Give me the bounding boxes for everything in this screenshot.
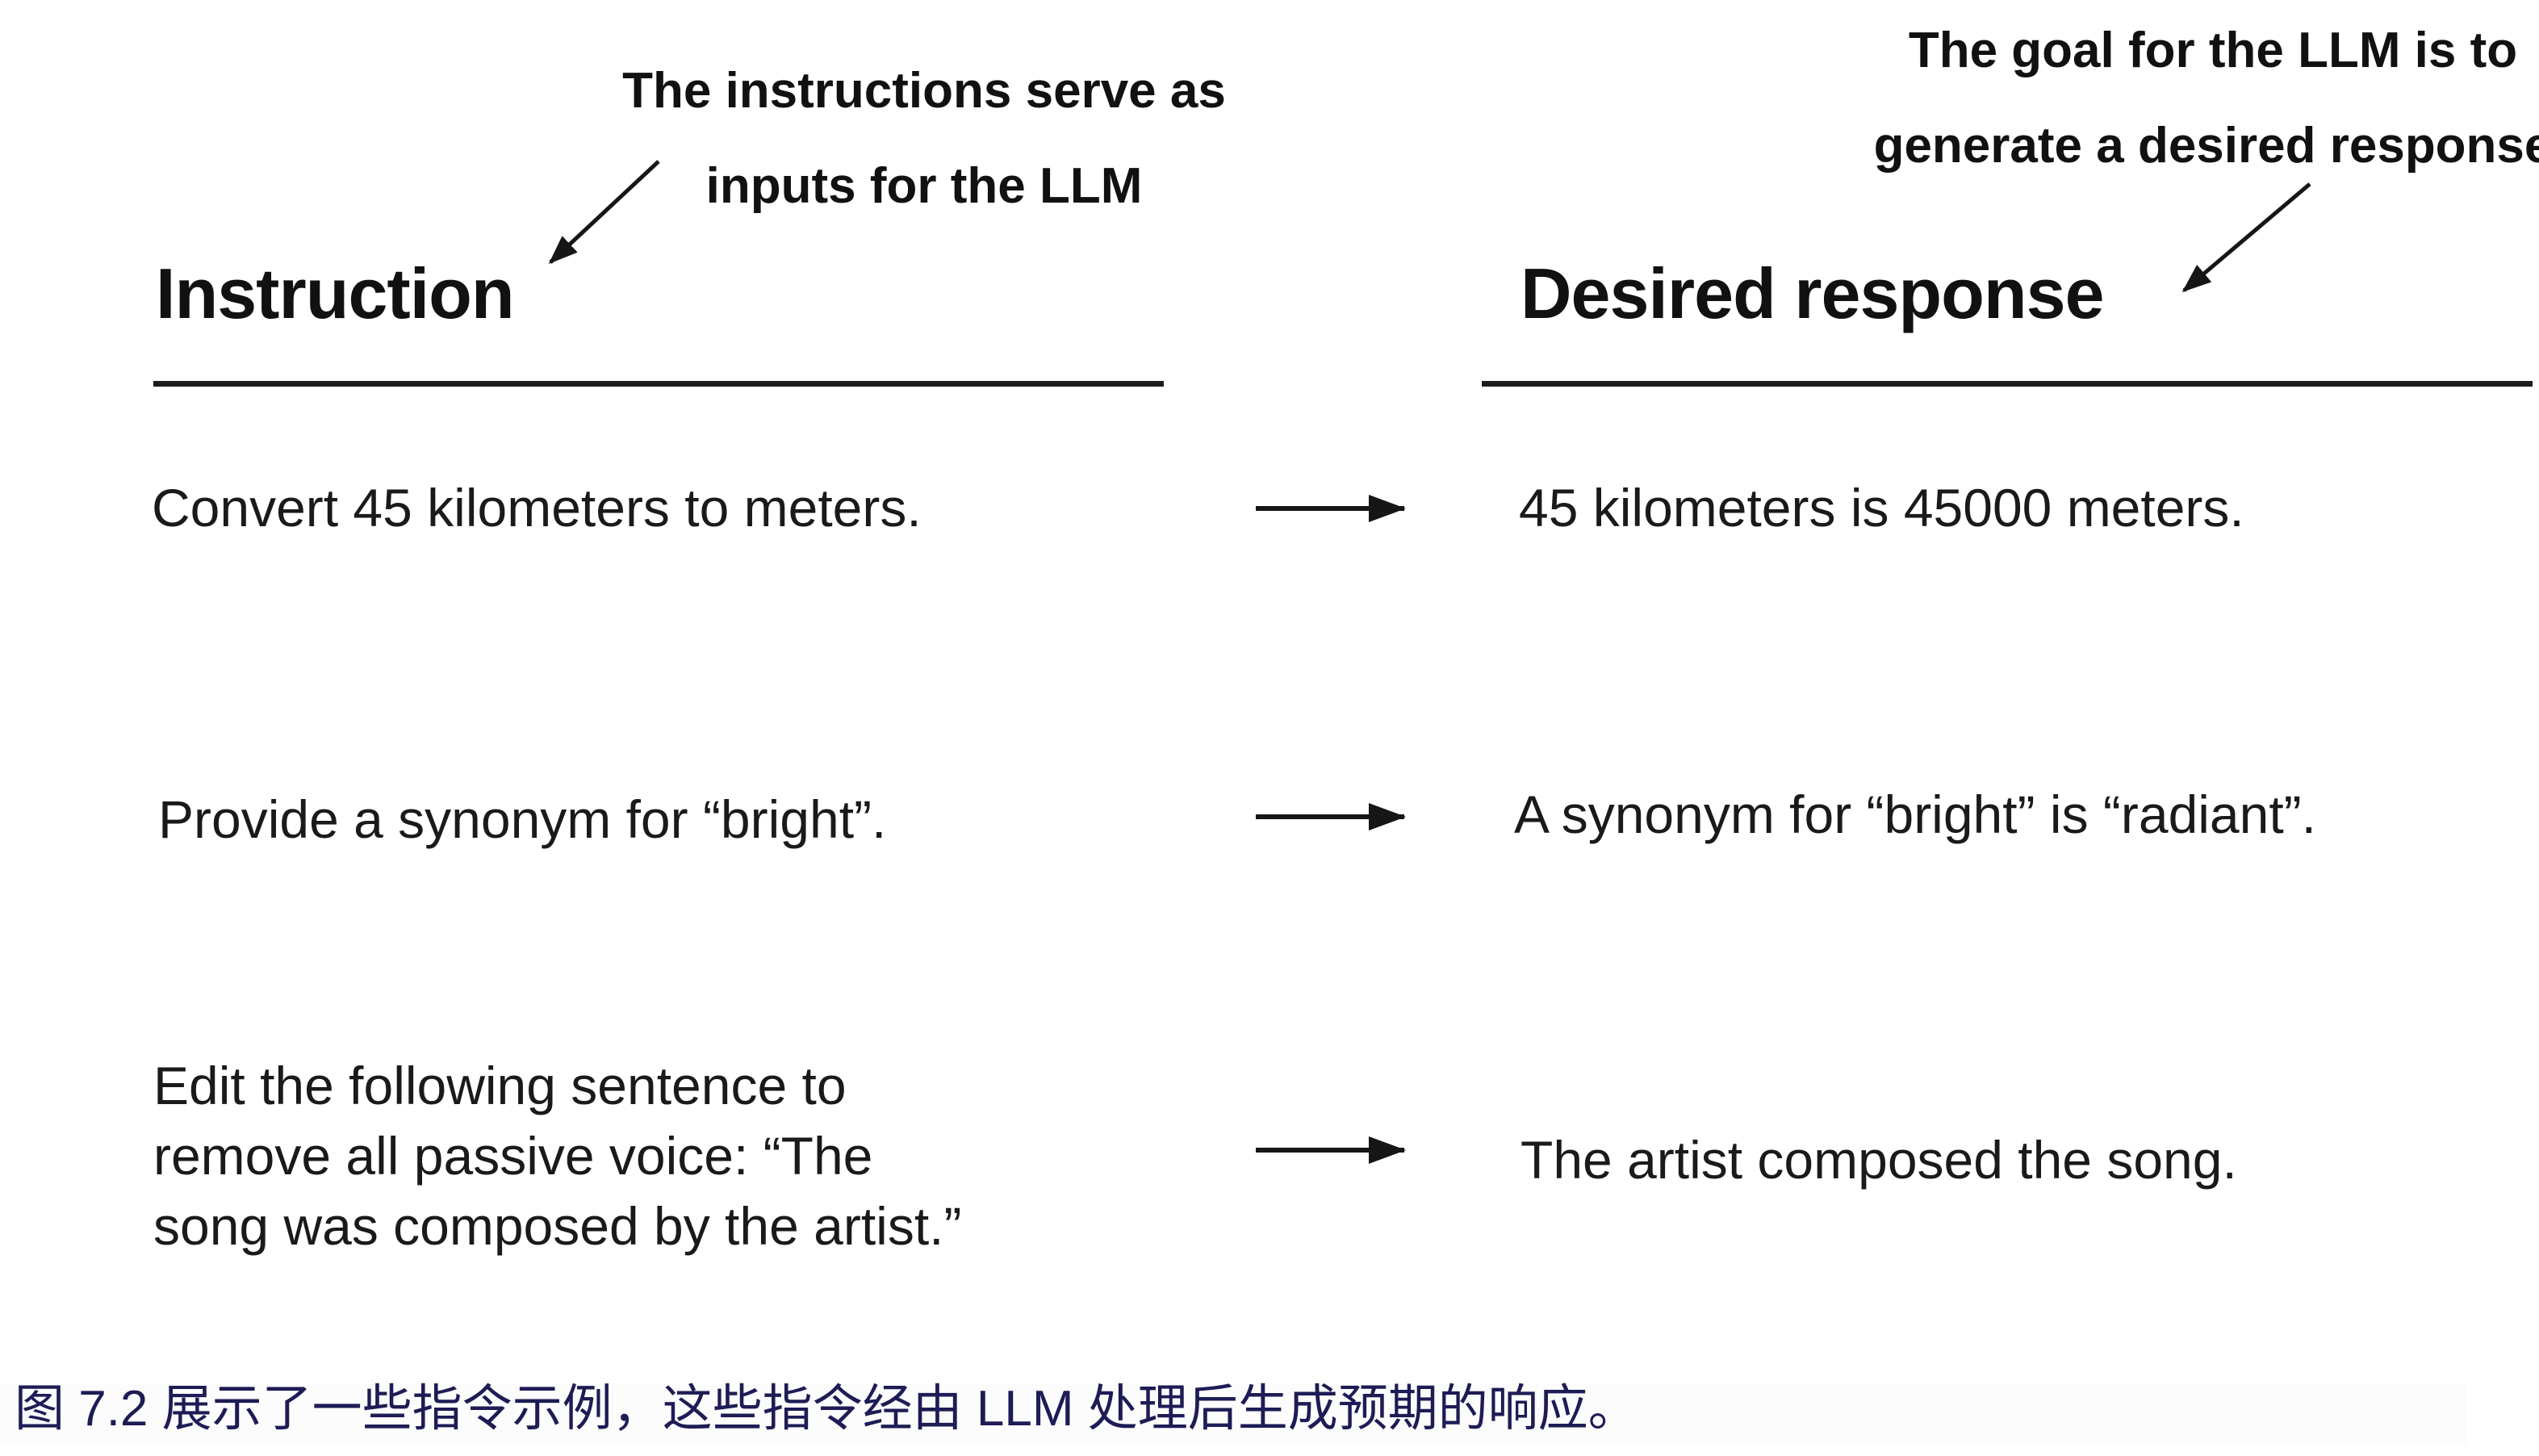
figure-caption: 图 7.2 展示了一些指令示例，这些指令经由 LLM 处理后生成预期的响应。: [15, 1381, 1638, 1437]
row-3-instruction-line1: Edit the following sentence to: [153, 1056, 847, 1115]
row-3-instruction: Edit the following sentence to remove al…: [153, 1051, 961, 1261]
instruction-annotation-line2: inputs for the LLM: [705, 158, 1143, 214]
instruction-column-rule: [153, 381, 1164, 387]
response-column-header: Desired response: [1520, 253, 2105, 333]
row-3-instruction-line2: remove all passive voice: “The: [153, 1126, 873, 1186]
row-3-response: The artist composed the song.: [1520, 1130, 2237, 1190]
instruction-annotation-line1: The instructions serve as: [622, 63, 1226, 119]
instruction-annotation: The instructions serve as inputs for the…: [521, 44, 1328, 234]
response-annotation-line1: The goal for the LLM is to: [1908, 23, 2518, 78]
row-2-instruction: Provide a synonym for “bright”.: [158, 789, 887, 849]
caption-band: [0, 1383, 2466, 1445]
instruction-column-header: Instruction: [156, 253, 515, 333]
row-2-response: A synonym for “bright” is “radiant”.: [1514, 784, 2316, 844]
row-3-instruction-line3: song was composed by the artist.”: [153, 1196, 962, 1256]
response-note-arrow-icon: [2181, 182, 2311, 292]
row-1-instruction: Convert 45 kilometers to meters.: [152, 478, 922, 538]
response-annotation-line2: generate a desired response: [1873, 118, 2539, 174]
response-annotation: The goal for the LLM is to generate a de…: [1850, 3, 2539, 194]
response-column-rule: [1482, 381, 2533, 387]
row-1-response: 45 kilometers is 45000 meters.: [1519, 478, 2244, 538]
